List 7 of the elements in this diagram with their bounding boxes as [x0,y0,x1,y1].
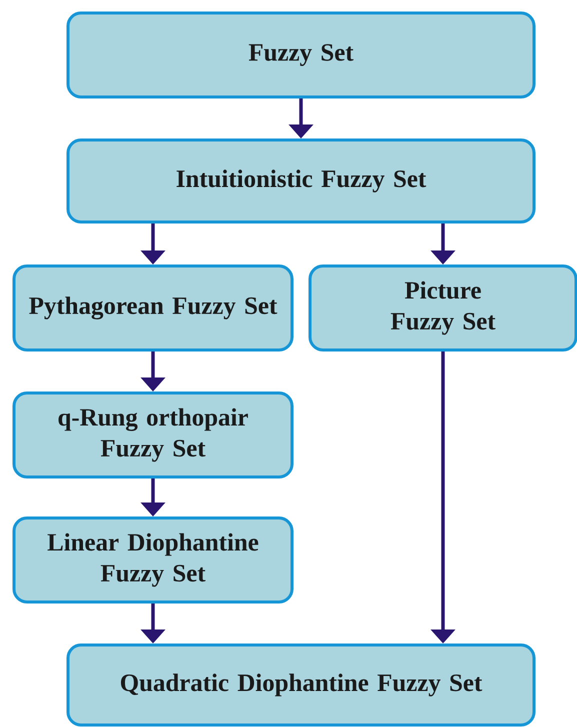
process-box: Fuzzy Set [66,12,536,98]
process-box: Quadratic Diophantine Fuzzy Set [66,644,536,726]
process-box: Intuitionistic Fuzzy Set [66,138,536,224]
process-box: q-Rung orthopair Fuzzy Set [12,392,294,478]
process-box: Pythagorean Fuzzy Set [12,264,294,352]
process-box: Picture Fuzzy Set [308,264,577,352]
process-box: Linear Diophantine Fuzzy Set [12,516,294,604]
